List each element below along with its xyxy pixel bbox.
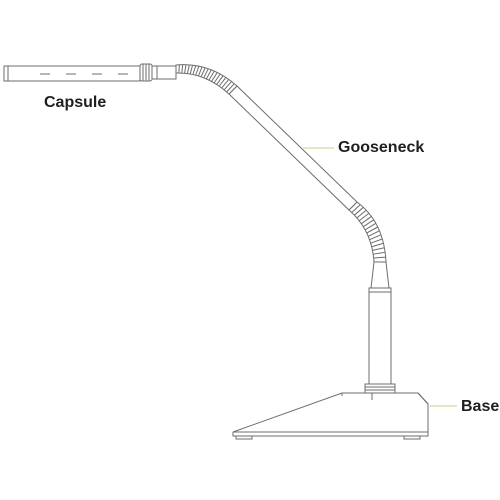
gooseneck-label: Gooseneck [338, 139, 425, 156]
stand-post [368, 261, 392, 385]
gooseneck-rib [216, 75, 224, 85]
gooseneck-rib [208, 70, 215, 81]
gooseneck-rib [192, 65, 197, 75]
gooseneck-rib [366, 226, 378, 234]
gooseneck-rib [218, 77, 227, 87]
gooseneck-rib [184, 64, 187, 74]
gooseneck-rib [369, 234, 382, 241]
gooseneck-rib [358, 212, 370, 222]
base-collar [364, 383, 396, 394]
gooseneck-rib [373, 251, 386, 255]
base-drawing [232, 392, 429, 440]
gooseneck-rib [361, 216, 372, 225]
gooseneck-rib [221, 79, 230, 89]
gooseneck-rib [370, 238, 383, 244]
gooseneck-rib [181, 64, 184, 74]
gooseneck-rib [226, 83, 235, 93]
gooseneck-rib [195, 66, 200, 76]
gooseneck-rib [371, 242, 384, 248]
capsule-connector [139, 63, 177, 82]
gooseneck-upper-flex [175, 64, 238, 95]
base-label: Base [461, 398, 500, 415]
capsule-label: Capsule [44, 94, 107, 111]
gooseneck-rib [203, 68, 209, 78]
gooseneck-rib [223, 81, 232, 91]
gooseneck-rib [373, 256, 386, 259]
gooseneck-rib [372, 247, 385, 251]
gooseneck-rib [197, 66, 203, 77]
gooseneck-lower-flex [348, 201, 387, 263]
gooseneck-rib [205, 69, 212, 80]
gooseneck-rib [368, 230, 380, 237]
gooseneck-rib [354, 206, 364, 216]
gooseneck-rib [189, 65, 194, 75]
capsule-drawing [3, 65, 141, 82]
gooseneck-rib [363, 219, 375, 228]
gooseneck-rib [213, 73, 221, 84]
gooseneck-rib [356, 209, 367, 219]
gooseneck-rib [211, 72, 218, 82]
gooseneck-rib [364, 222, 377, 231]
gooseneck-rib [200, 67, 206, 77]
gooseneck-rib [186, 64, 190, 74]
gooseneck-rib [351, 204, 361, 213]
